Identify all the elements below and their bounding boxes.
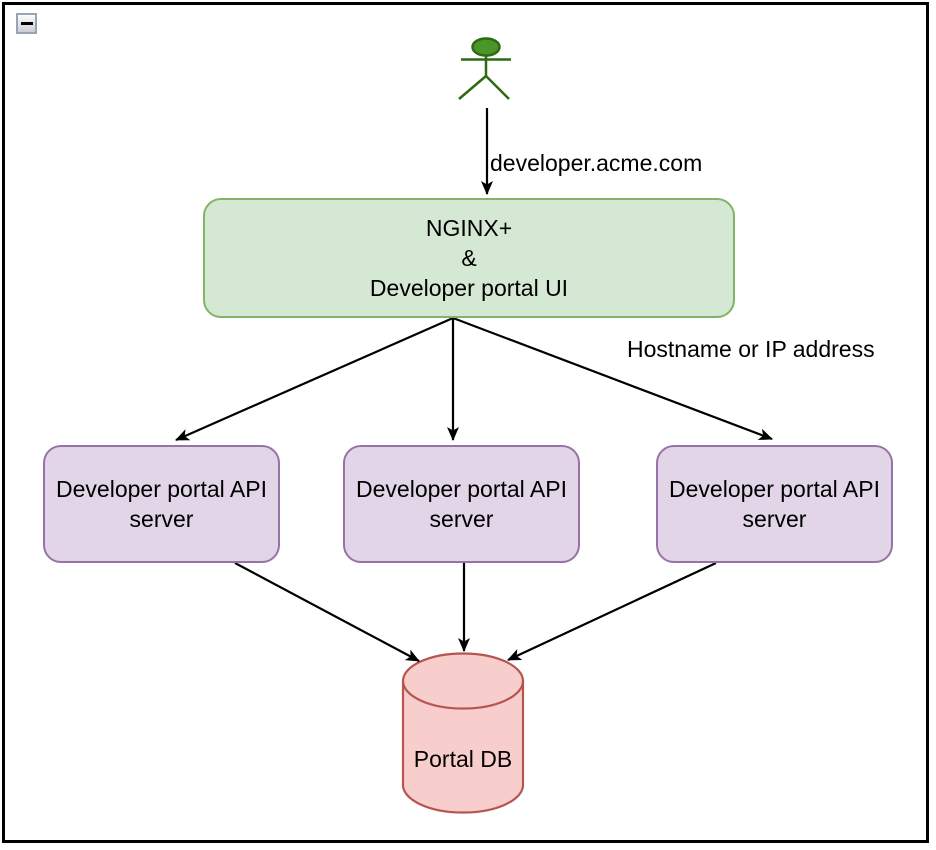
label-domain: developer.acme.com <box>490 150 703 176</box>
user-actor-icon[interactable] <box>458 37 511 100</box>
arrow-api-1-to-db <box>234 562 420 662</box>
node-api-server-3[interactable]: Developer portal API server <box>656 445 893 563</box>
portal-db-cylinder[interactable] <box>401 652 525 814</box>
node-api-server-1-label: Developer portal API server <box>56 476 267 532</box>
node-api-server-1[interactable]: Developer portal API server <box>43 445 280 563</box>
arrow-api-3-to-db <box>507 562 717 661</box>
node-portal-db-label: Portal DB <box>413 746 513 772</box>
collapse-button[interactable] <box>16 13 37 34</box>
arrow-gateway-to-api-3 <box>452 316 773 441</box>
node-api-server-3-label: Developer portal API server <box>669 476 880 532</box>
node-api-server-2-label: Developer portal API server <box>356 476 567 532</box>
minus-icon <box>20 22 33 25</box>
node-nginx-gateway-label: NGINX+ & Developer portal UI <box>369 215 569 301</box>
label-hostname-or-ip: Hostname or IP address <box>627 336 875 362</box>
node-api-server-2[interactable]: Developer portal API server <box>343 445 580 563</box>
arrow-gateway-to-api-1 <box>175 316 454 442</box>
node-nginx-gateway[interactable]: NGINX+ & Developer portal UI <box>203 198 735 318</box>
